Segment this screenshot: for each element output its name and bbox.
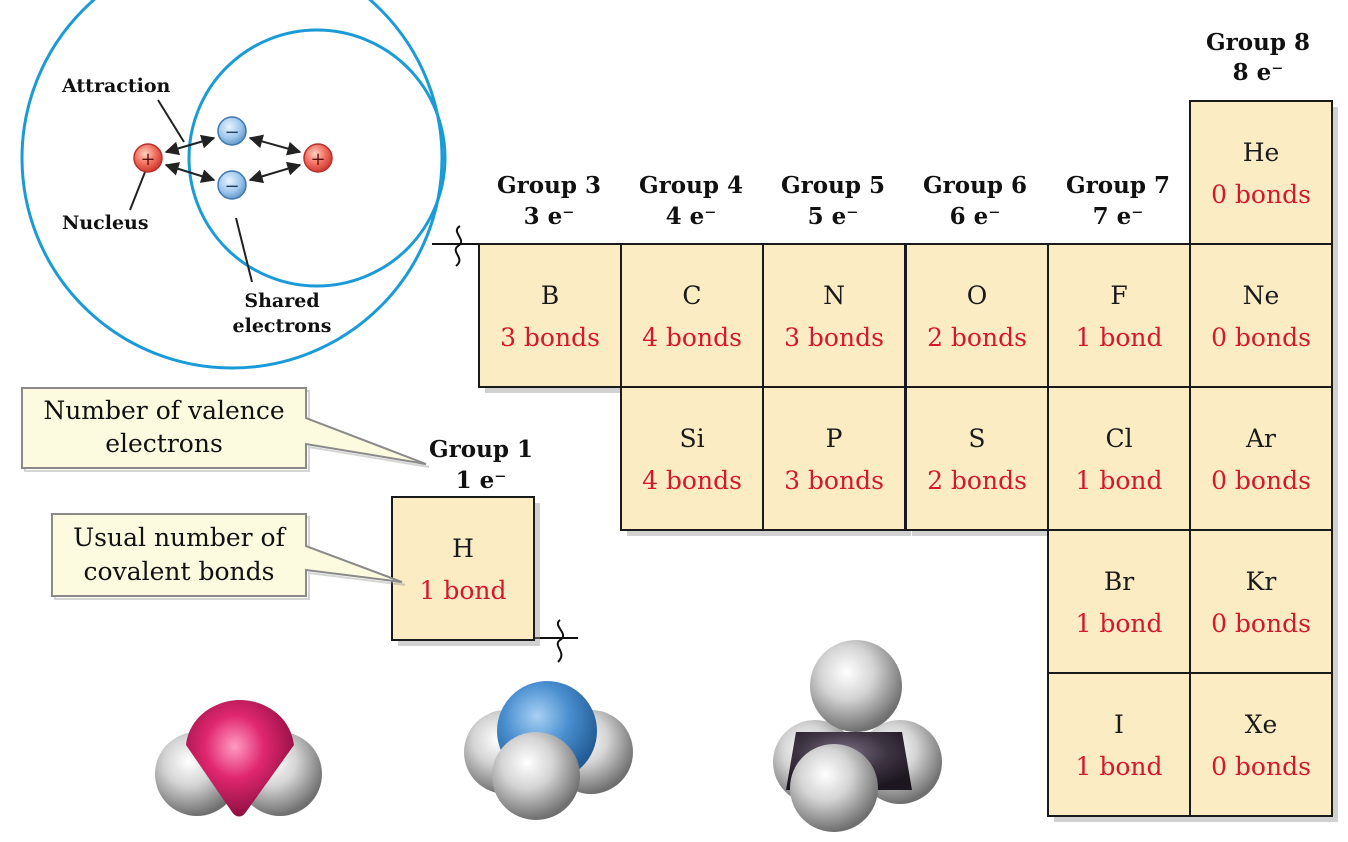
element-bond-count: 0 bonds (1211, 323, 1311, 352)
element-cell-ne: Ne 0 bonds (1189, 243, 1338, 393)
element-bond-count: 0 bonds (1211, 609, 1311, 638)
label-shared: Shared (244, 290, 319, 312)
element-symbol: C (682, 281, 701, 310)
atom-orbit-right (187, 28, 447, 288)
nucleus-left: + (133, 143, 163, 173)
element-symbol: F (1110, 281, 1127, 310)
element-bond-count: 4 bonds (642, 323, 742, 352)
callout-bonds-line2: covalent bonds (84, 557, 275, 586)
group8-electrons: 8 e⁻ (1233, 59, 1284, 86)
callout-bonds-line1: Usual number of (73, 523, 287, 552)
group5-name: Group 5 (781, 172, 885, 199)
shared-electron-diagram (20, 0, 447, 370)
element-symbol: Ne (1243, 281, 1280, 310)
element-bond-count: 1 bond (1075, 466, 1162, 495)
element-bond-count: 0 bonds (1211, 752, 1311, 781)
element-bond-count: 0 bonds (1211, 180, 1311, 209)
element-cell-o: O 2 bonds (905, 243, 1054, 393)
element-symbol: S (968, 424, 985, 453)
svg-text:−: − (224, 122, 239, 143)
group6-electrons: 6 e⁻ (950, 203, 1001, 230)
element-cell-n: N 3 bonds (762, 243, 911, 393)
element-symbol: O (967, 281, 988, 310)
table-break-marks (432, 225, 578, 663)
callout-valence-line2: electrons (105, 429, 223, 458)
nucleus-right: + (303, 143, 333, 173)
atom-orbit-left (20, 0, 444, 370)
element-bond-count: 1 bond (1075, 752, 1162, 781)
element-cell-ar: Ar 0 bonds (1189, 386, 1338, 536)
group6-name: Group 6 (923, 172, 1027, 199)
group4-name: Group 4 (639, 172, 743, 199)
element-cell-br: Br 1 bond (1047, 529, 1196, 679)
group7-electrons: 7 e⁻ (1093, 203, 1144, 230)
shared-electron-bottom: − (217, 170, 247, 200)
element-bond-count: 2 bonds (927, 323, 1027, 352)
element-bond-count: 1 bond (1075, 609, 1162, 638)
element-bond-count: 0 bonds (1211, 466, 1311, 495)
group7-name: Group 7 (1066, 172, 1170, 199)
element-cell-xe: Xe 0 bonds (1189, 672, 1338, 822)
element-bond-count: 1 bond (1075, 323, 1162, 352)
group8-name: Group 8 (1206, 29, 1310, 56)
group4-electrons: 4 e⁻ (666, 203, 717, 230)
group5-electrons: 5 e⁻ (808, 203, 859, 230)
label-electrons: electrons (233, 315, 332, 337)
element-cell-b: B 3 bonds (478, 243, 627, 393)
element-symbol: Si (679, 424, 704, 453)
shared-electron-top: − (217, 116, 247, 146)
element-cell-i: I 1 bond (1047, 672, 1196, 822)
element-symbol: He (1243, 138, 1280, 167)
element-cell-c: C 4 bonds (620, 243, 769, 393)
element-cell-he: He 0 bonds (1189, 100, 1338, 250)
label-attraction: Attraction (61, 75, 171, 97)
element-symbol: Kr (1246, 567, 1277, 596)
atom-diagram-details: + + − − Attraction Nucleus Shared electr… (61, 75, 333, 337)
element-bond-count: 3 bonds (784, 323, 884, 352)
element-bond-count: 3 bonds (784, 466, 884, 495)
element-symbol: Cl (1105, 424, 1132, 453)
callout-bonds: Usual number of covalent bonds (51, 513, 406, 600)
svg-text:+: + (140, 149, 155, 170)
svg-text:+: + (310, 149, 325, 170)
element-cell-s: S 2 bonds (905, 386, 1054, 536)
group3-name: Group 3 (497, 172, 601, 199)
element-cell-kr: Kr 0 bonds (1189, 529, 1338, 679)
element-bond-count: 1 bond (419, 576, 506, 605)
element-symbol: I (1114, 710, 1124, 739)
group1-name: Group 1 (429, 436, 533, 463)
element-cell-h: H 1 bond (391, 496, 540, 646)
element-bond-count: 3 bonds (500, 323, 600, 352)
group1-electrons: 1 e⁻ (456, 467, 507, 494)
element-symbol: N (823, 281, 845, 310)
element-cell-cl: Cl 1 bond (1047, 386, 1196, 536)
svg-text:−: − (224, 176, 239, 197)
element-bond-count: 2 bonds (927, 466, 1027, 495)
label-nucleus: Nucleus (62, 212, 149, 234)
element-cell-si: Si 4 bonds (620, 386, 769, 536)
element-symbol: H (452, 534, 474, 563)
element-cell-f: F 1 bond (1047, 243, 1196, 393)
methane-model (773, 640, 942, 832)
element-cell-p: P 3 bonds (762, 386, 911, 536)
element-symbol: Xe (1245, 710, 1278, 739)
element-bond-count: 4 bonds (642, 466, 742, 495)
group3-electrons: 3 e⁻ (524, 203, 575, 230)
element-symbol: P (826, 424, 843, 453)
element-symbol: Ar (1245, 424, 1276, 453)
element-symbol: B (541, 281, 559, 310)
ammonia-model (464, 681, 633, 820)
group-headers: Group 8 8 e⁻ Group 3 3 e⁻ Group 4 4 e⁻ G… (429, 29, 1310, 494)
element-symbol: Br (1104, 567, 1134, 596)
callout-valence-line1: Number of valence (43, 396, 284, 425)
water-model (155, 700, 322, 817)
callout-valence: Number of valence electrons (21, 387, 430, 472)
